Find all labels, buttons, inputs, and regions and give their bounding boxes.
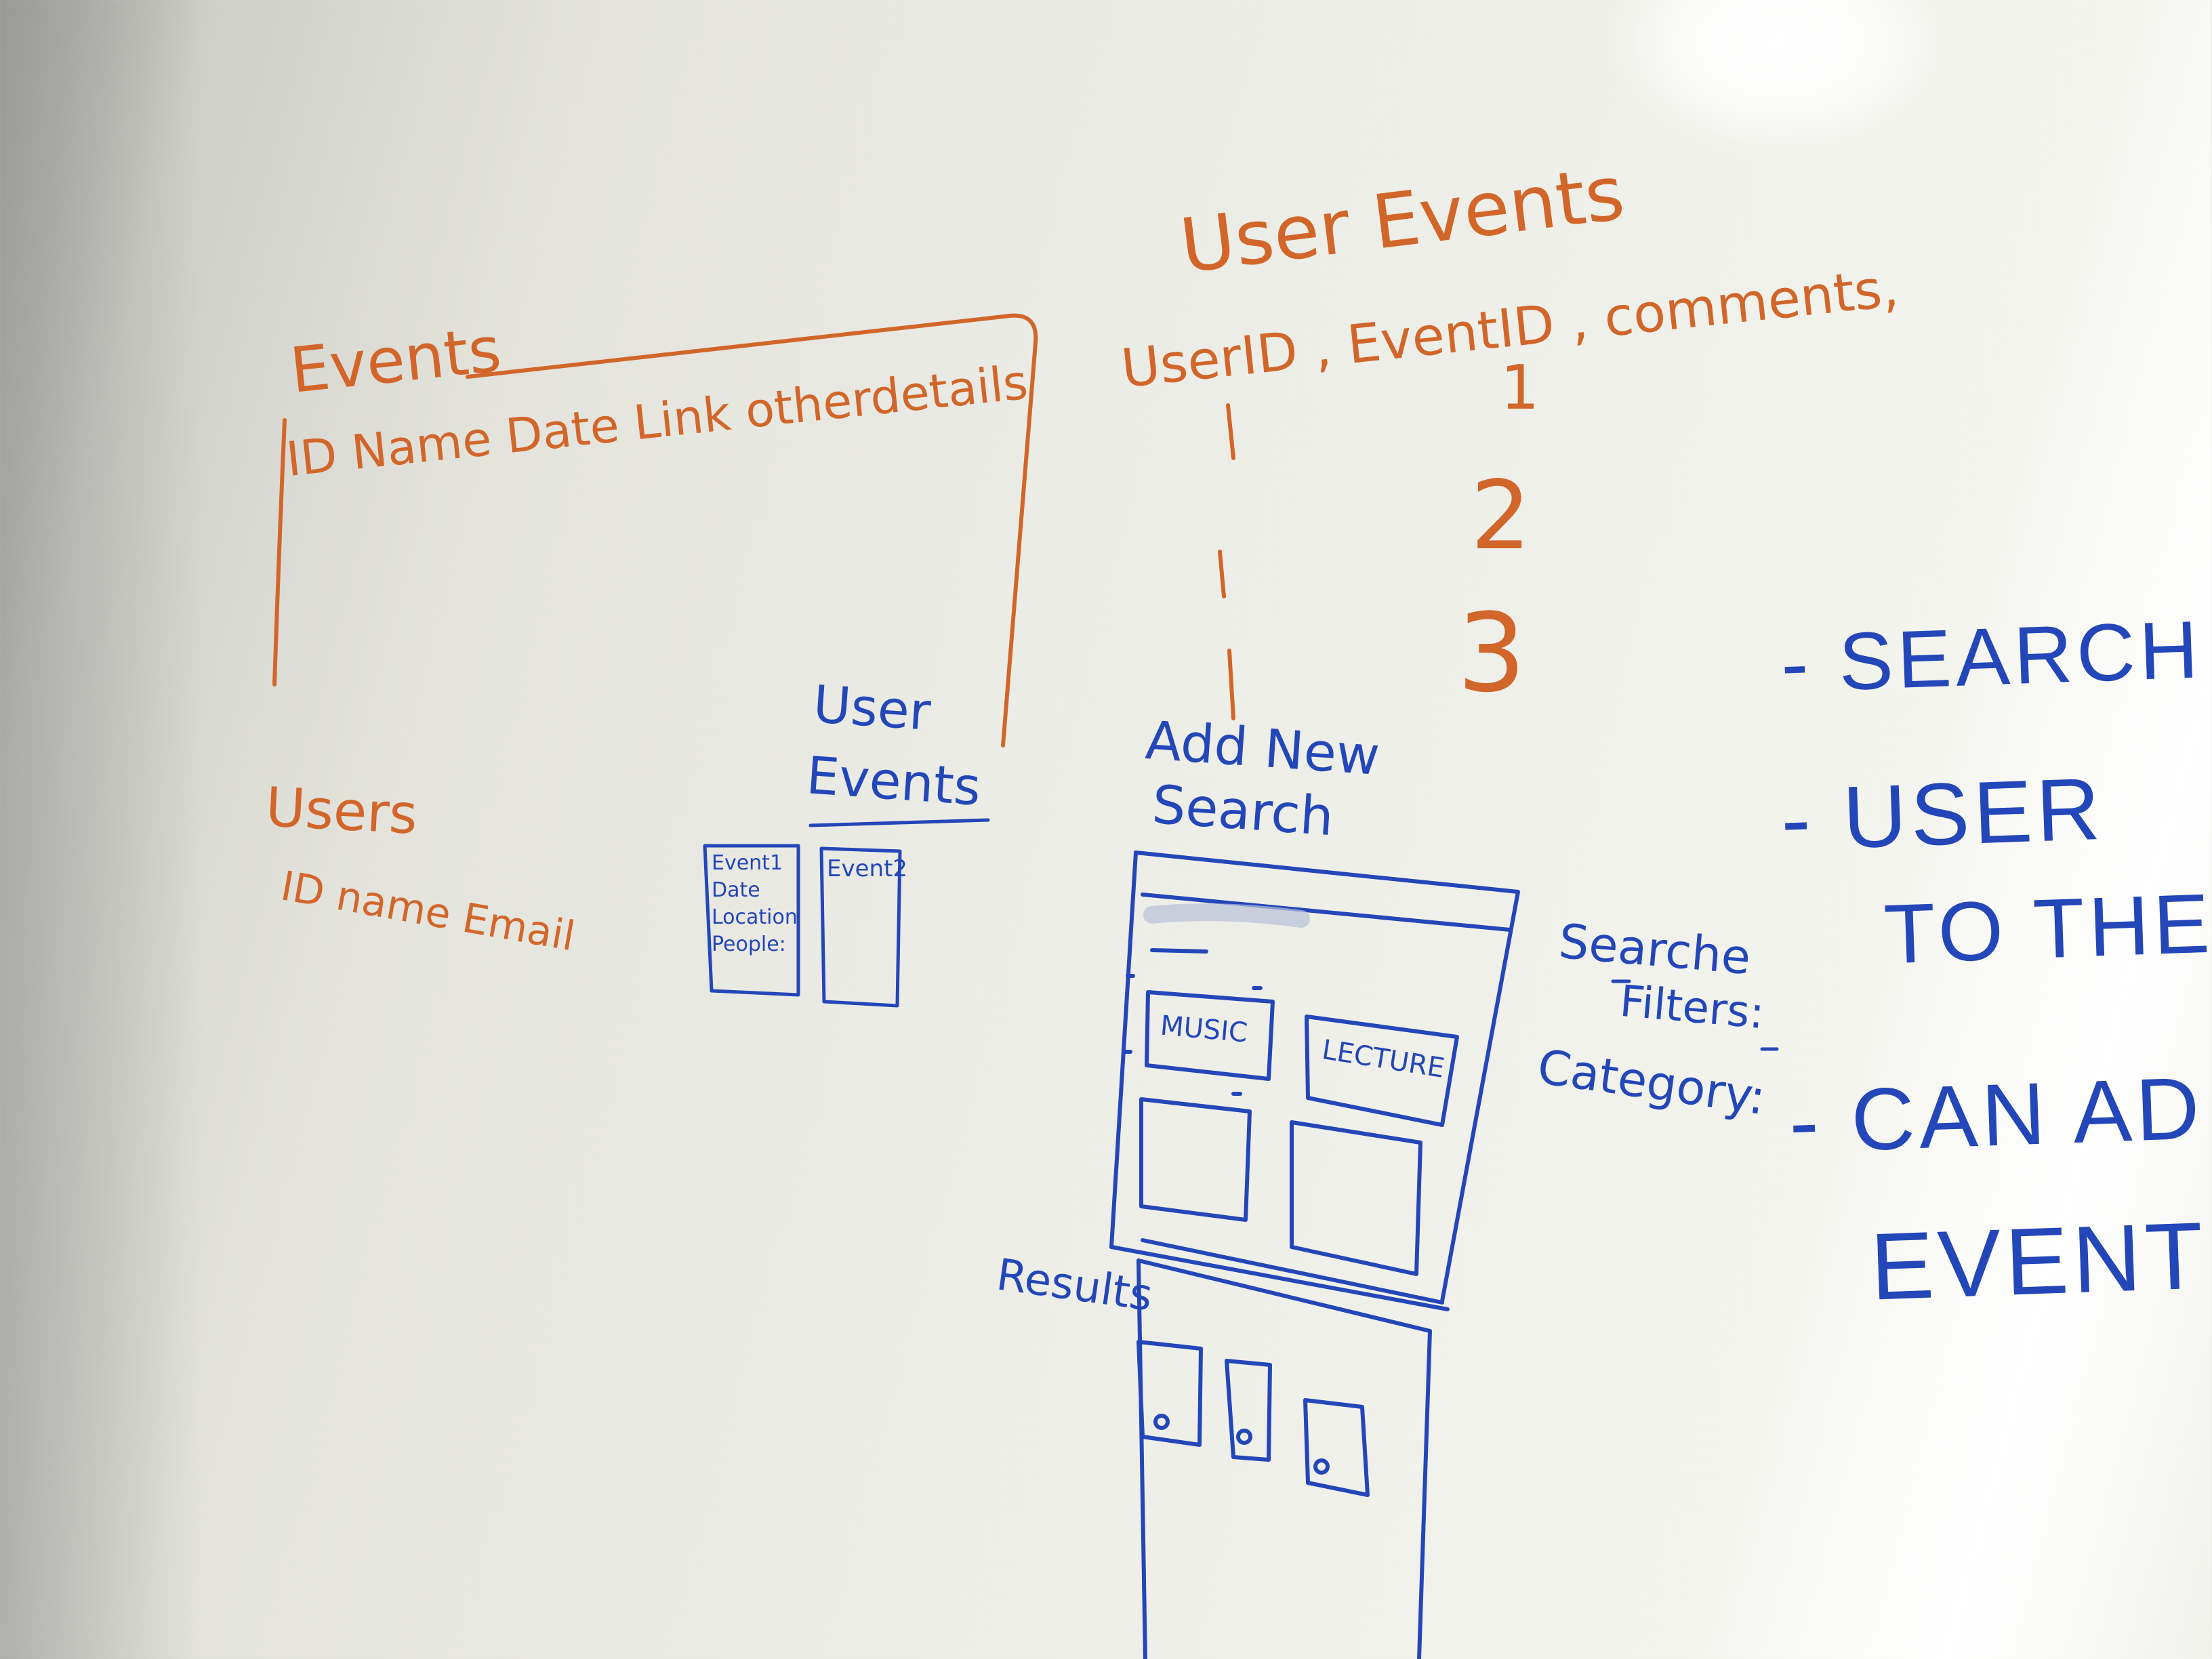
card1-line-2: Date: [712, 878, 760, 902]
user-events-card-1: Event1 Date Location People:: [712, 850, 798, 958]
card1-line-3: Location: [712, 905, 798, 929]
mockup-sketch: [1109, 851, 1520, 1659]
feature-item-search: - SEARCH: [1779, 604, 2204, 710]
user-events-note-line1: User: [811, 674, 933, 742]
card1-line-4: People:: [712, 933, 786, 956]
event-id-value-3: 3: [1457, 590, 1526, 716]
feature-item-user-line1: - USER: [1779, 758, 2106, 869]
whiteboard-left-edge: [0, 0, 203, 1659]
user-events-cards: [703, 818, 990, 1008]
event-id-value-1: 1: [1500, 352, 1540, 424]
events-table-frame: [272, 313, 1038, 747]
feature-item-add-line1: - CAN AD: [1787, 1058, 2205, 1172]
user-events-card-2-label: Event2: [827, 855, 908, 882]
search-bar-smudge: [1143, 903, 1310, 928]
feature-item-add-line2: EVENT: [1868, 1202, 2209, 1320]
feature-item-user-line2: TO THE: [1882, 876, 2212, 982]
user-events-note-line2: Events: [804, 745, 983, 817]
mockup-caption-line2: Search: [1150, 774, 1336, 848]
users-table-title: Users: [264, 775, 419, 846]
event-id-value-2: 2: [1471, 461, 1532, 571]
user-id-marks: [1218, 403, 1235, 720]
card1-line-1: Event1: [712, 851, 783, 875]
